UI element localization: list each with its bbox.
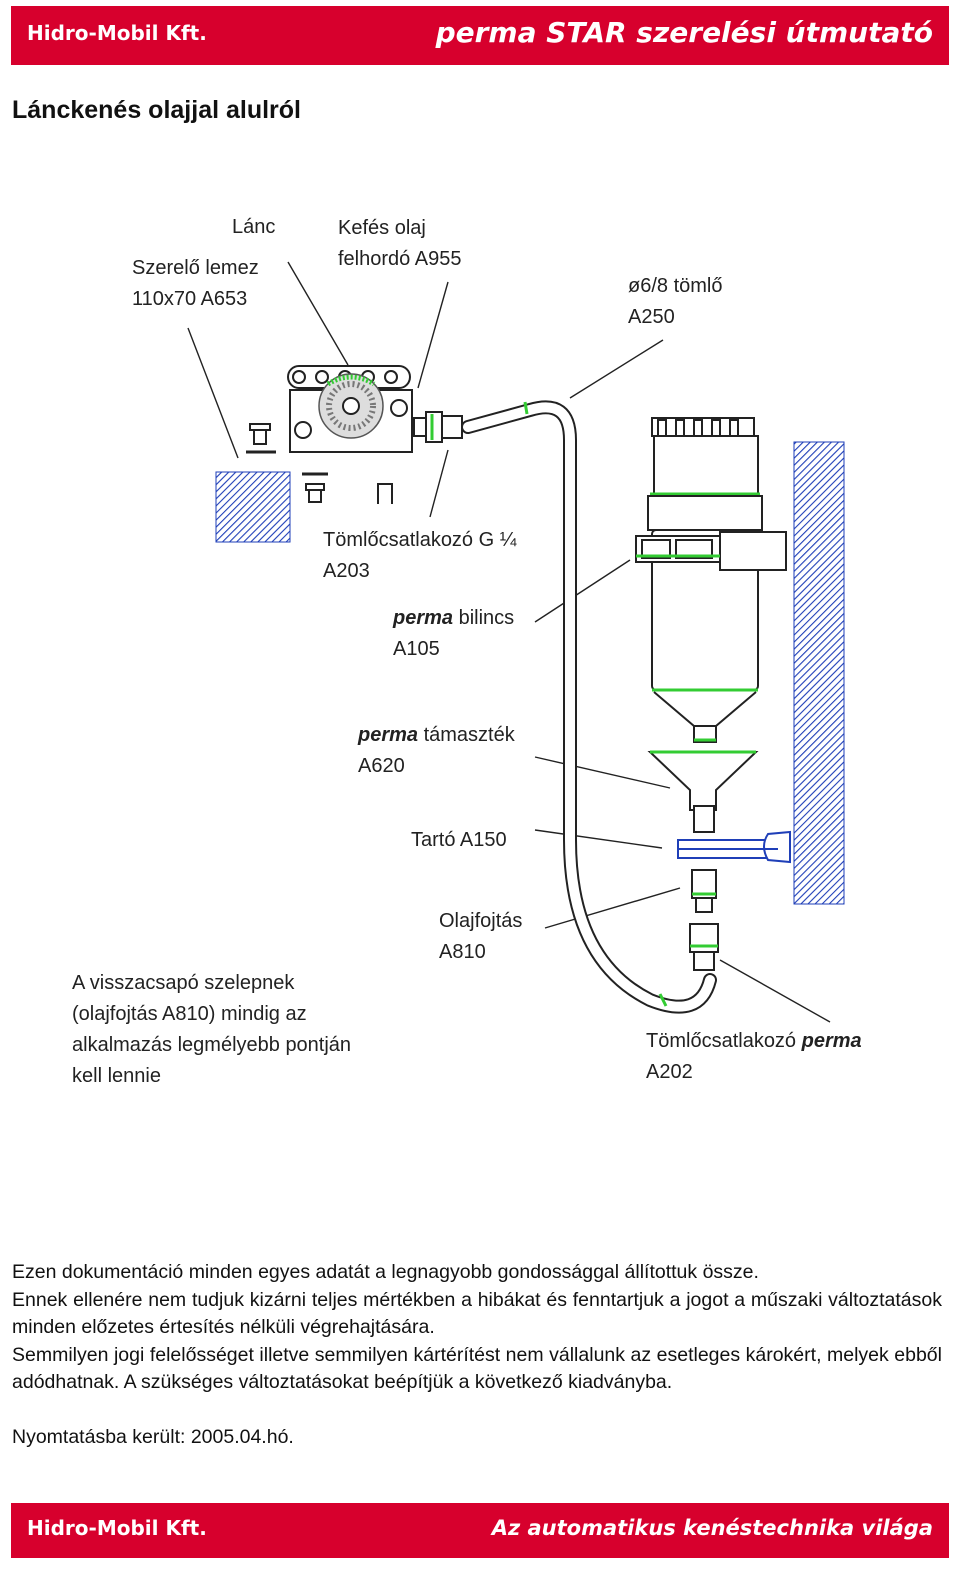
clamp-a105 [635,531,787,571]
throttle-a810 [691,869,717,913]
brush-applicator [318,373,384,439]
fitting-a203 [413,411,463,443]
left-wall-hatch [215,471,291,543]
label-kefes-olaj: Kefés olaj felhordó A955 [338,217,462,270]
footer-bar: Hidro-Mobil Kft. Az automatikus kenéstec… [11,1503,949,1558]
header-bar: Hidro-Mobil Kft. perma STAR szerelési út… [11,6,949,65]
disclaimer-line-2: Ennek ellenére nem tudjuk kizárni teljes… [12,1288,942,1339]
label-olajfojtas: Olajfojtás A810 [439,910,523,963]
bolts [246,423,393,504]
lubricator-unit [647,417,763,743]
support-a620 [647,750,759,833]
page-title: Lánckenés olajjal alulról [12,96,302,124]
disclaimer-line-3: Semmilyen jogi felelősséget illetve semm… [12,1343,942,1394]
label-szerelo-lemez: Szerelő lemez 110x70 A653 [132,257,259,310]
header-company: Hidro-Mobil Kft. [27,21,207,45]
label-tomlo: ø6/8 tömlő A250 [628,275,723,328]
holder-a150 [677,830,791,864]
label-tomlocsatlakozo-perma: Tömlőcsatlakozó perma A202 [646,1030,862,1083]
disclaimer-line-1: Ezen dokumentáció minden egyes adatát a … [12,1261,759,1283]
label-tomlocsatlakozo-a203: Tömlőcsatlakozó G ¼ A203 [323,529,517,582]
label-perma-tamasztek: perma támaszték A620 [358,724,515,777]
fitting-a202 [689,923,719,971]
footer-company: Hidro-Mobil Kft. [27,1516,207,1540]
right-wall-hatch [793,441,845,905]
footer-slogan: Az automatikus kenéstechnika világa [491,1516,933,1540]
header-doc-title: perma STAR szerelési útmutató [435,16,933,49]
print-date: Nyomtatásba került: 2005.04.hó. [12,1426,294,1448]
leader-lines [187,261,831,1023]
label-visszacsapo-note: A visszacsapó szelepnek (olajfojtás A810… [72,972,352,1087]
disclaimer-text: Ezen dokumentáció minden egyes adatát a … [12,1259,942,1397]
label-tarto: Tartó A150 [411,829,507,851]
label-perma-bilincs: perma bilincs A105 [393,607,515,660]
label-lanc: Lánc [232,216,276,238]
